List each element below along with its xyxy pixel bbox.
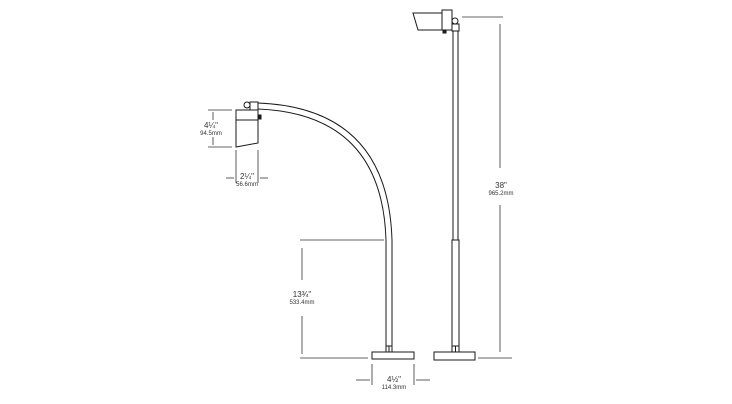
arched-lamp-pivot	[243, 101, 251, 109]
arched-lamp-base	[371, 351, 415, 360]
overall-height-imperial: 38"	[495, 181, 507, 190]
stem-height-label: 13¾" 533.4mm	[284, 290, 320, 307]
base-width-label: 4½" 114.3mm	[376, 375, 412, 392]
base-width-metric: 114.3mm	[381, 385, 407, 391]
head-height-metric: 94.5mm	[200, 131, 222, 137]
straight-lamp	[412, 9, 476, 361]
overall-height-metric: 965.2mm	[488, 191, 514, 197]
straight-lamp-shade	[412, 12, 443, 31]
base-width-imperial: 4½"	[387, 375, 401, 384]
stem-height-metric: 533.4mm	[289, 300, 315, 306]
arched-lamp-head-shade	[235, 120, 259, 148]
head-width-metric: 56.6mm	[236, 182, 258, 188]
arched-lamp	[235, 101, 415, 360]
head-width-label: 2¼" 56.6mm	[232, 172, 262, 189]
head-height-imperial: 4¼"	[204, 121, 218, 130]
head-width-imperial: 2¼"	[240, 172, 254, 181]
overall-height-label: 38" 965.2mm	[482, 181, 520, 198]
head-height-label: 4¼" 94.5mm	[196, 121, 226, 138]
straight-lamp-base	[433, 351, 476, 361]
arched-lamp-head-top	[235, 109, 259, 121]
stem-height-imperial: 13¾"	[292, 290, 312, 299]
